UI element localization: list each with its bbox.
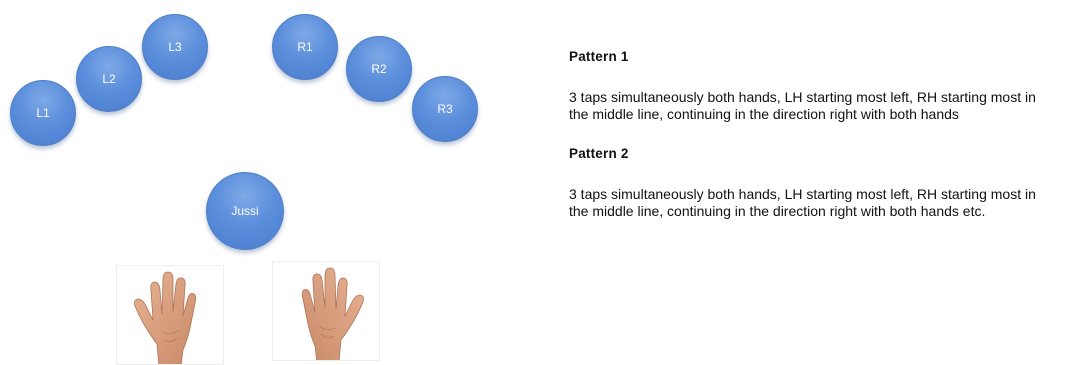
right-hand-image bbox=[272, 261, 380, 361]
node-r2: R2 bbox=[346, 36, 412, 102]
pattern-1-body: 3 taps simultaneously both hands, LH sta… bbox=[569, 89, 1036, 122]
left-hand-icon bbox=[134, 271, 197, 364]
pattern-descriptions: Pattern 1 3 taps simultaneously both han… bbox=[569, 48, 1059, 242]
pattern-2-body: 3 taps simultaneously both hands, LH sta… bbox=[569, 186, 1036, 219]
left-hand-image bbox=[116, 265, 224, 365]
right-hand-icon bbox=[301, 267, 364, 360]
pattern-2: Pattern 2 3 taps simultaneously both han… bbox=[569, 145, 1059, 220]
pattern-2-title: Pattern 2 bbox=[569, 146, 629, 161]
node-l1: L1 bbox=[10, 80, 76, 146]
node-r3: R3 bbox=[412, 76, 478, 142]
node-center: Jussi bbox=[206, 172, 284, 250]
node-l3: L3 bbox=[142, 14, 208, 80]
node-r1: R1 bbox=[272, 14, 338, 80]
pattern-1-title: Pattern 1 bbox=[569, 49, 629, 64]
pattern-1: Pattern 1 3 taps simultaneously both han… bbox=[569, 48, 1059, 123]
node-l2: L2 bbox=[76, 46, 142, 112]
